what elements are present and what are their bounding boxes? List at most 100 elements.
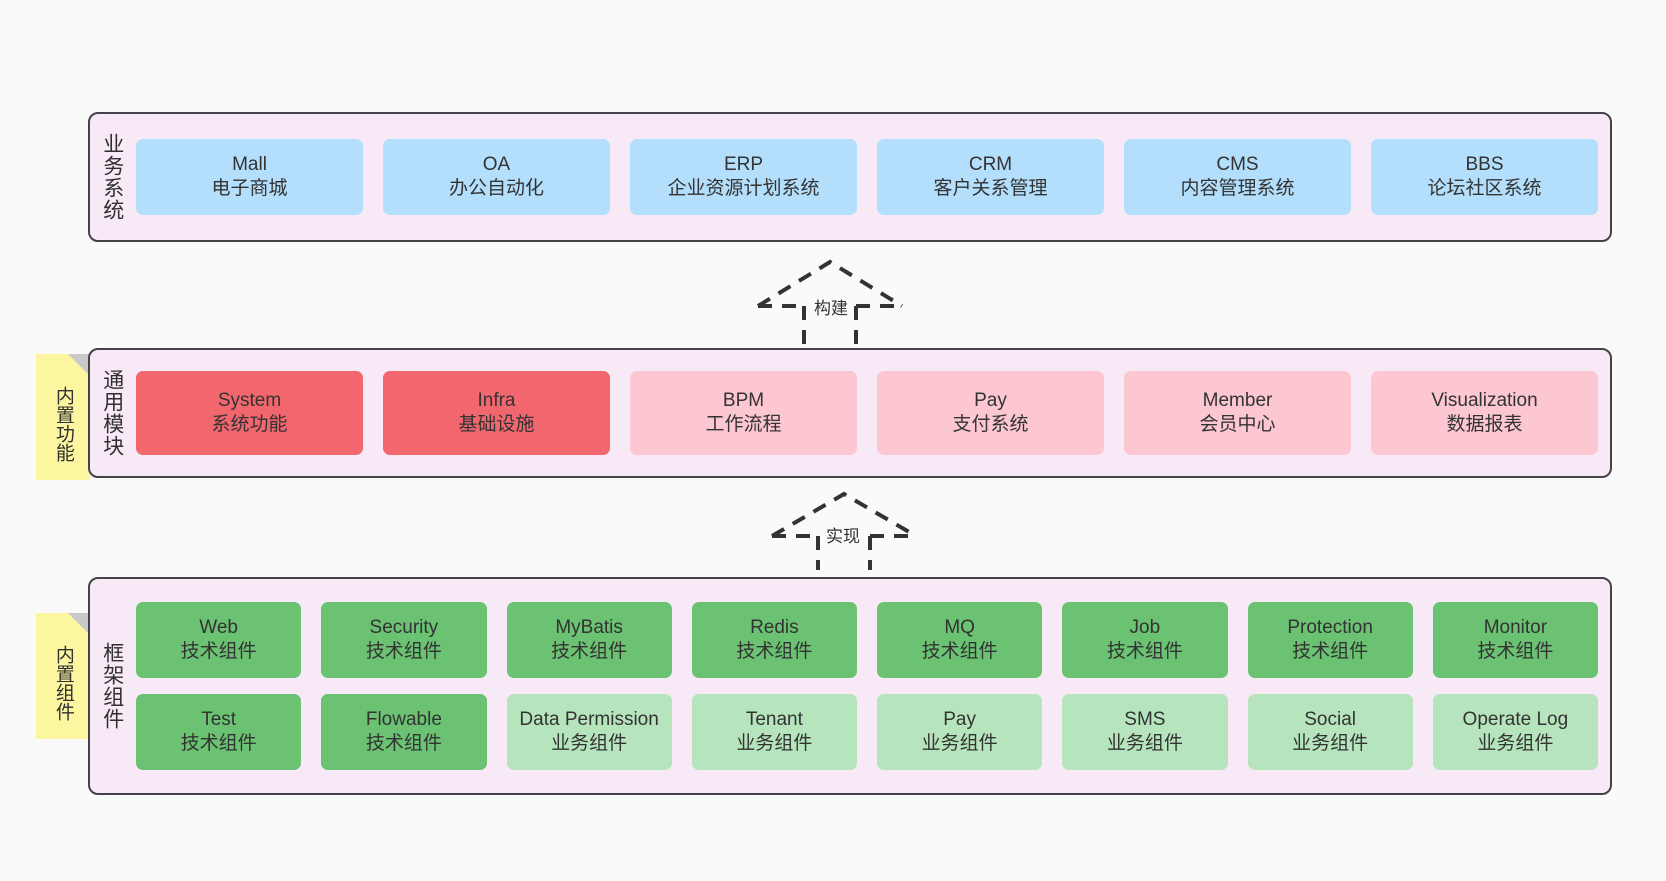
card-title-cn: 技术组件 bbox=[921, 641, 998, 662]
note-label: 内置功能 bbox=[52, 386, 74, 462]
note-builtin-function: 内置功能 bbox=[36, 354, 90, 480]
layer-title-common-modules: 通用模块 bbox=[100, 369, 124, 457]
card-title-cn: 技术组件 bbox=[551, 641, 628, 662]
card-title-cn: 基础设施 bbox=[458, 414, 535, 435]
card-title-en: Tenant bbox=[745, 709, 803, 731]
connector-implement-label: 实现 bbox=[824, 522, 862, 547]
card-title-cn: 企业资源计划系统 bbox=[667, 178, 820, 199]
card-title-en: CMS bbox=[1216, 154, 1259, 176]
card-title-en: Flowable bbox=[365, 709, 442, 731]
card-title-cn: 业务组件 bbox=[1292, 733, 1369, 754]
card-title-en: BBS bbox=[1465, 154, 1504, 176]
card-member[interactable]: Member 会员中心 bbox=[1124, 371, 1351, 455]
card-title-cn: 技术组件 bbox=[180, 733, 257, 754]
card-title-en: Infra bbox=[477, 390, 516, 412]
card-title-cn: 办公自动化 bbox=[448, 178, 544, 199]
card-title-en: BPM bbox=[722, 390, 765, 412]
card-redis[interactable]: Redis 技术组件 bbox=[691, 602, 857, 678]
card-title-en: Member bbox=[1202, 390, 1273, 412]
card-title-cn: 会员中心 bbox=[1199, 414, 1276, 435]
card-title-cn: 技术组件 bbox=[1477, 641, 1554, 662]
card-infra[interactable]: Infra 基础设施 bbox=[383, 371, 610, 455]
card-title-en: Pay bbox=[974, 390, 1007, 412]
card-title-en: Redis bbox=[750, 617, 799, 639]
card-title-en: MyBatis bbox=[555, 617, 623, 639]
card-title-en: System bbox=[217, 390, 282, 412]
card-web[interactable]: Web 技术组件 bbox=[136, 602, 302, 678]
card-title-en: Test bbox=[201, 709, 237, 731]
card-mq[interactable]: MQ 技术组件 bbox=[877, 602, 1043, 678]
business-system-card-list: Mall 电子商城 OA 办公自动化 ERP 企业资源计划系统 CRM 客户关系… bbox=[134, 114, 1610, 240]
card-title-en: Protection bbox=[1287, 617, 1373, 639]
framework-components-row-tech: Web 技术组件 Security 技术组件 MyBatis 技术组件 Redi… bbox=[136, 602, 1598, 678]
card-mall[interactable]: Mall 电子商城 bbox=[136, 139, 363, 215]
card-title-cn: 业务组件 bbox=[1106, 733, 1183, 754]
card-pay[interactable]: Pay 支付系统 bbox=[877, 371, 1104, 455]
card-title-en: Social bbox=[1304, 709, 1356, 731]
card-cms[interactable]: CMS 内容管理系统 bbox=[1124, 139, 1351, 215]
card-crm[interactable]: CRM 客户关系管理 bbox=[877, 139, 1104, 215]
connector-build-label: 构建 bbox=[812, 294, 850, 319]
card-title-en: Operate Log bbox=[1462, 709, 1569, 731]
card-tenant[interactable]: Tenant 业务组件 bbox=[691, 694, 857, 770]
card-pay-component[interactable]: Pay 业务组件 bbox=[877, 694, 1043, 770]
card-title-en: Security bbox=[369, 617, 439, 639]
card-title-en: ERP bbox=[723, 154, 764, 176]
card-title-en: Job bbox=[1129, 617, 1161, 639]
connector-implement: 实现 bbox=[766, 490, 922, 570]
card-title-en: Pay bbox=[943, 709, 976, 731]
card-title-en: Visualization bbox=[1431, 390, 1538, 412]
connector-build: 构建 bbox=[752, 258, 908, 344]
card-flowable[interactable]: Flowable 技术组件 bbox=[321, 694, 487, 770]
card-erp[interactable]: ERP 企业资源计划系统 bbox=[630, 139, 857, 215]
card-visualization[interactable]: Visualization 数据报表 bbox=[1371, 371, 1598, 455]
framework-components-row-business: Test 技术组件 Flowable 技术组件 Data Permission … bbox=[136, 694, 1598, 770]
card-title-cn: 系统功能 bbox=[211, 414, 288, 435]
card-title-cn: 技术组件 bbox=[1292, 641, 1369, 662]
card-title-en: SMS bbox=[1124, 709, 1166, 731]
common-modules-card-list: System 系统功能 Infra 基础设施 BPM 工作流程 Pay 支付系统… bbox=[134, 350, 1610, 476]
card-system[interactable]: System 系统功能 bbox=[136, 371, 363, 455]
card-sms[interactable]: SMS 业务组件 bbox=[1062, 694, 1228, 770]
card-title-cn: 业务组件 bbox=[1477, 733, 1554, 754]
card-title-cn: 业务组件 bbox=[551, 733, 628, 754]
card-title-cn: 客户关系管理 bbox=[933, 178, 1048, 199]
framework-components-card-grid: Web 技术组件 Security 技术组件 MyBatis 技术组件 Redi… bbox=[134, 579, 1610, 793]
card-title-en: Data Permission bbox=[519, 709, 659, 731]
note-fold-corner-icon bbox=[68, 354, 90, 376]
card-social[interactable]: Social 业务组件 bbox=[1247, 694, 1413, 770]
layer-business-system: 业务系统 Mall 电子商城 OA 办公自动化 ERP 企业资源计划系统 CRM… bbox=[88, 112, 1612, 242]
card-title-cn: 内容管理系统 bbox=[1180, 178, 1295, 199]
card-security[interactable]: Security 技术组件 bbox=[321, 602, 487, 678]
layer-title-business-system: 业务系统 bbox=[100, 133, 124, 221]
layer-title-framework-components: 框架组件 bbox=[100, 642, 124, 730]
card-title-en: MQ bbox=[944, 617, 975, 639]
card-title-cn: 技术组件 bbox=[365, 641, 442, 662]
card-title-cn: 论坛社区系统 bbox=[1427, 178, 1542, 199]
card-title-cn: 技术组件 bbox=[1106, 641, 1183, 662]
card-title-en: Mall bbox=[232, 154, 267, 176]
card-protection[interactable]: Protection 技术组件 bbox=[1247, 602, 1413, 678]
card-title-en: CRM bbox=[968, 154, 1013, 176]
card-test[interactable]: Test 技术组件 bbox=[136, 694, 302, 770]
layer-common-modules: 通用模块 System 系统功能 Infra 基础设施 BPM 工作流程 Pay… bbox=[88, 348, 1612, 478]
card-job[interactable]: Job 技术组件 bbox=[1062, 602, 1228, 678]
card-data-permission[interactable]: Data Permission 业务组件 bbox=[506, 694, 672, 770]
card-oa[interactable]: OA 办公自动化 bbox=[383, 139, 610, 215]
card-bpm[interactable]: BPM 工作流程 bbox=[630, 371, 857, 455]
card-title-en: Monitor bbox=[1483, 617, 1548, 639]
note-label: 内置组件 bbox=[52, 645, 74, 721]
card-title-cn: 业务组件 bbox=[921, 733, 998, 754]
card-title-en: OA bbox=[482, 154, 511, 176]
card-monitor[interactable]: Monitor 技术组件 bbox=[1432, 602, 1598, 678]
card-title-cn: 工作流程 bbox=[705, 414, 782, 435]
card-title-cn: 技术组件 bbox=[180, 641, 257, 662]
card-title-cn: 业务组件 bbox=[736, 733, 813, 754]
card-mybatis[interactable]: MyBatis 技术组件 bbox=[506, 602, 672, 678]
card-operate-log[interactable]: Operate Log 业务组件 bbox=[1432, 694, 1598, 770]
card-title-en: Web bbox=[199, 617, 238, 639]
card-bbs[interactable]: BBS 论坛社区系统 bbox=[1371, 139, 1598, 215]
card-title-cn: 电子商城 bbox=[211, 178, 288, 199]
note-fold-corner-icon bbox=[68, 613, 90, 635]
